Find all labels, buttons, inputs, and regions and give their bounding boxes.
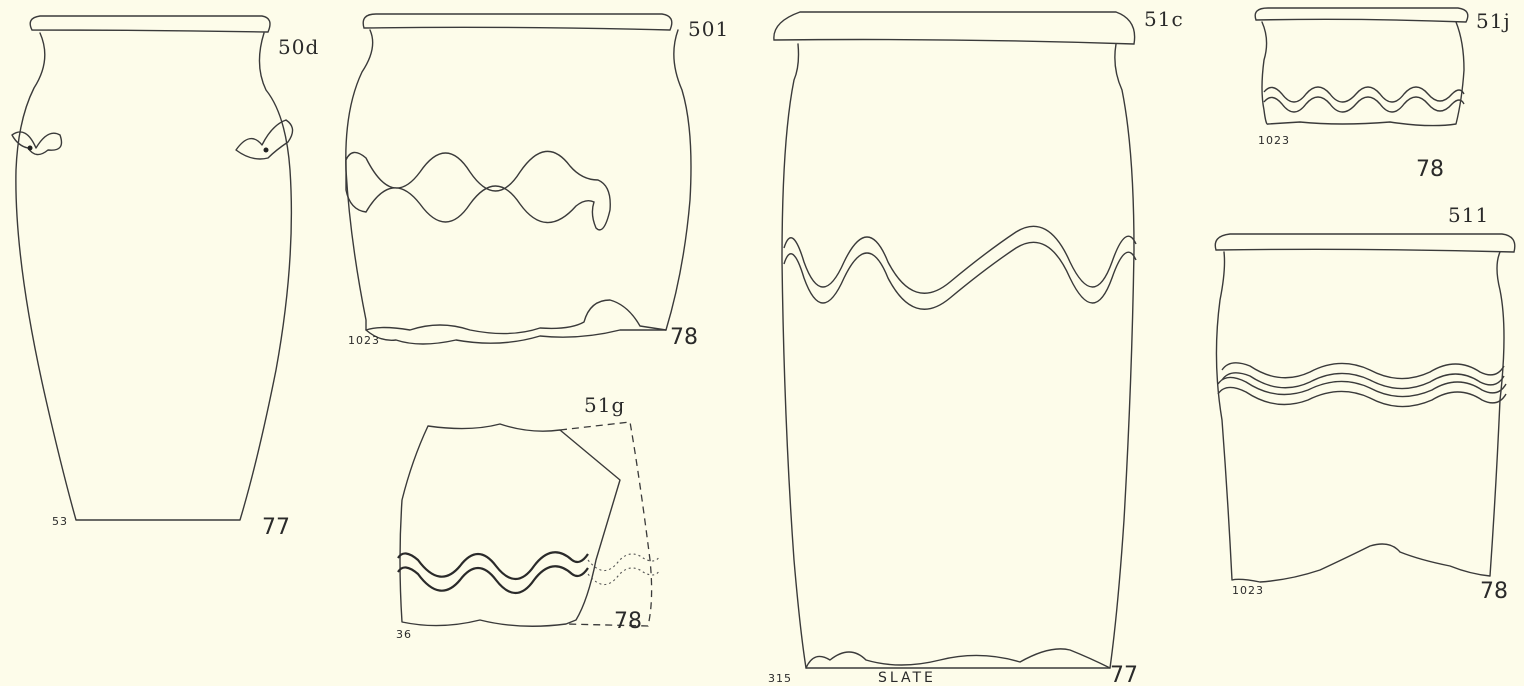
left-number: 1023 <box>348 334 380 347</box>
vessel-51j-body <box>1261 21 1465 127</box>
figure-label: 51j <box>1476 9 1511 33</box>
right-number: 78 <box>1416 157 1444 182</box>
wavy-band-upper <box>783 225 1137 294</box>
figure-label: 501 <box>688 17 729 41</box>
wavy-band-upper <box>1263 86 1465 103</box>
wavy-band-1 <box>1221 362 1505 380</box>
right-number: 78 <box>1480 579 1508 604</box>
lug-left <box>11 131 63 156</box>
left-number: 315 <box>768 672 792 685</box>
wavy-band-3 <box>1217 376 1507 398</box>
left-number: 53 <box>52 515 68 528</box>
right-number: 77 <box>262 515 290 540</box>
right-number: 77 <box>1110 663 1138 686</box>
vessel-50d-body <box>15 32 293 521</box>
vessel-51j-rim <box>1254 7 1469 23</box>
material-label: SLATE <box>878 670 936 686</box>
wavy-fillet <box>345 150 611 231</box>
wavy-band-4 <box>1217 386 1507 408</box>
vessel-50l-base <box>365 329 667 345</box>
sherd-outline <box>399 423 621 627</box>
lug-right-hole <box>263 147 269 153</box>
left-number: 1023 <box>1258 134 1290 147</box>
left-number: 36 <box>396 628 412 641</box>
wavy-band-2 <box>1221 372 1505 390</box>
lug-left-hole <box>27 145 33 151</box>
vessel-51g: 51g 36 78 <box>396 393 661 641</box>
vessel-51j: 51j 1023 78 <box>1254 7 1511 182</box>
figure-label: 511 <box>1448 203 1489 227</box>
vessel-51l-rim <box>1214 233 1516 253</box>
right-number: 78 <box>614 609 642 634</box>
vessel-50d: 50d 53 77 <box>11 15 319 540</box>
vessel-51c: 51c 315 SLATE 77 <box>768 7 1184 686</box>
vessel-50l-body <box>345 29 692 335</box>
figure-label: 51g <box>584 393 625 417</box>
vessel-51c-rim <box>773 11 1136 45</box>
vessel-50d-rim <box>29 15 271 33</box>
wavy-band-lower <box>783 241 1137 310</box>
figure-label: 50d <box>278 35 319 59</box>
wavy-band-lower <box>397 565 589 595</box>
vessel-51c-base <box>805 648 1111 669</box>
left-number: 1023 <box>1232 584 1264 597</box>
lug-right <box>235 119 294 160</box>
wavy-band-lower <box>1263 96 1465 113</box>
vessel-51l-body <box>1215 251 1505 583</box>
figure-label: 51c <box>1144 7 1184 31</box>
vessel-50l-rim <box>362 13 673 31</box>
right-number: 78 <box>670 325 698 350</box>
vessel-51c-body <box>781 43 1135 669</box>
vessel-50l: 501 1023 78 <box>345 13 729 350</box>
vessel-51l: 511 1023 78 <box>1214 203 1516 604</box>
wavy-band-upper <box>397 551 589 581</box>
reconstruction-outline <box>559 421 653 627</box>
